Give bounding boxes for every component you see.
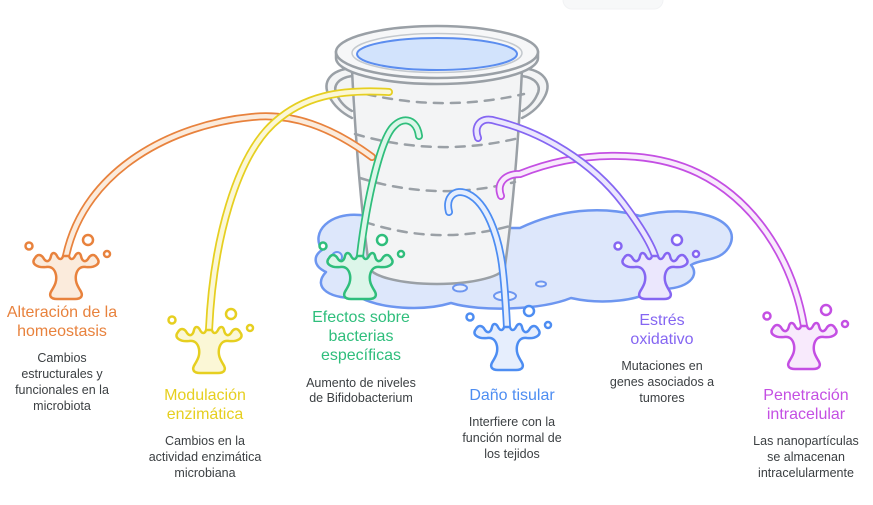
bucket-band xyxy=(353,132,521,149)
droplet xyxy=(465,312,475,322)
droplet xyxy=(375,233,389,247)
droplet xyxy=(24,241,34,251)
droplet xyxy=(762,311,772,321)
splash-crown xyxy=(621,251,689,301)
stream-intracelular xyxy=(495,151,850,371)
droplet xyxy=(613,241,623,251)
stream-arc-fill-intracelular xyxy=(497,153,807,329)
droplet xyxy=(535,280,547,288)
splash-icon-intracelular xyxy=(762,303,850,371)
stream-arc-fill-tisular xyxy=(445,189,510,330)
droplet xyxy=(396,249,406,259)
watermark-pill xyxy=(562,0,664,10)
droplet xyxy=(840,319,850,329)
bucket-band xyxy=(363,220,512,237)
droplet xyxy=(318,241,328,251)
splash-icon-enzimatica xyxy=(167,307,255,375)
stream-homeostasis xyxy=(24,112,376,301)
stream-arc-fill-enzimatica xyxy=(206,89,392,333)
droplet xyxy=(224,307,238,321)
splash-crown xyxy=(770,321,838,371)
droplet xyxy=(670,233,684,247)
splash-crown xyxy=(32,251,100,301)
droplet xyxy=(522,304,536,318)
splash-crown xyxy=(326,251,394,301)
droplet xyxy=(819,303,833,317)
droplet xyxy=(102,249,112,259)
splash-icon-oxidativo xyxy=(613,233,701,301)
water-surface xyxy=(356,37,518,71)
stream-enzimatica xyxy=(167,87,393,375)
bucket-handle-right xyxy=(520,66,549,120)
bucket-rim xyxy=(334,24,540,86)
droplet xyxy=(167,315,177,325)
stream-arc-fill-oxidativo xyxy=(474,117,658,259)
streams xyxy=(24,87,850,375)
splash-icon-bacterias xyxy=(318,233,406,301)
droplet xyxy=(81,233,95,247)
stream-tisular xyxy=(444,188,553,372)
stream-arc-fill-bacterias xyxy=(357,118,422,259)
stream-arc-fill-homeostasis xyxy=(63,114,375,259)
droplet xyxy=(452,283,468,293)
stream-oxidativo xyxy=(472,115,701,301)
droplet xyxy=(543,320,553,330)
stream-bacterias xyxy=(318,116,423,301)
splash-icon-homeostasis xyxy=(24,233,112,301)
splash-icon-tisular xyxy=(465,304,553,372)
droplet xyxy=(245,323,255,333)
splash-crown xyxy=(175,325,243,375)
droplet xyxy=(691,249,701,259)
splash-crown xyxy=(473,322,541,372)
